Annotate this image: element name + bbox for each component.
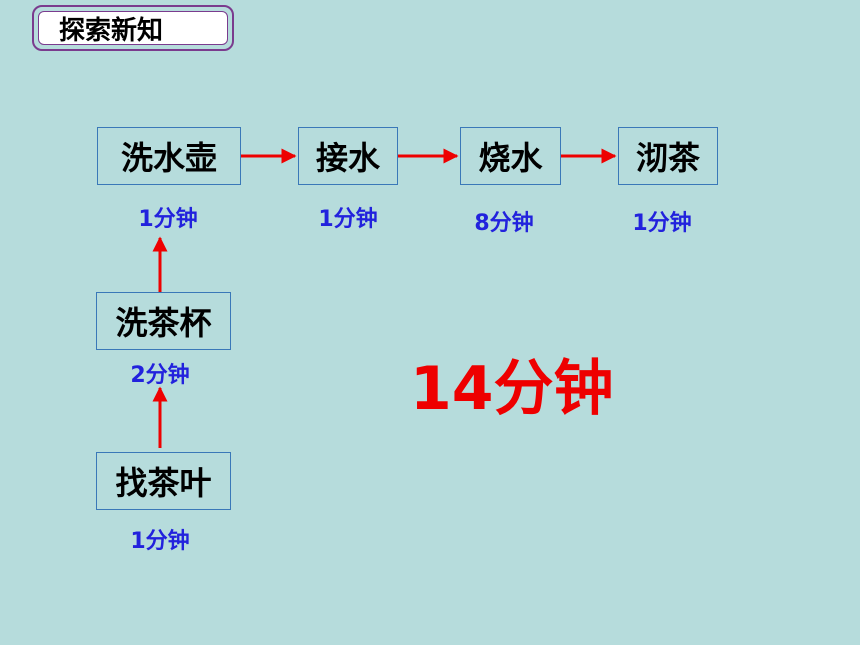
duration-brew-tea: 1分钟 [632, 211, 692, 236]
section-title: 探索新知 [38, 11, 228, 46]
duration-wash-kettle: 1分钟 [138, 207, 198, 232]
step-brew-tea: 沏茶 [618, 127, 718, 185]
total-time: 14分钟 [410, 354, 614, 424]
step-wash-cups: 洗茶杯 [96, 292, 231, 350]
duration-fetch-water: 1分钟 [318, 207, 378, 232]
section-title-frame: 探索新知 [32, 5, 234, 51]
step-find-leaves: 找茶叶 [96, 452, 231, 510]
duration-wash-cups: 2分钟 [130, 363, 190, 388]
step-fetch-water: 接水 [298, 127, 398, 185]
duration-boil-water: 8分钟 [474, 211, 534, 236]
duration-find-leaves: 1分钟 [130, 529, 190, 554]
step-boil-water: 烧水 [460, 127, 561, 185]
step-wash-kettle: 洗水壶 [97, 127, 241, 185]
